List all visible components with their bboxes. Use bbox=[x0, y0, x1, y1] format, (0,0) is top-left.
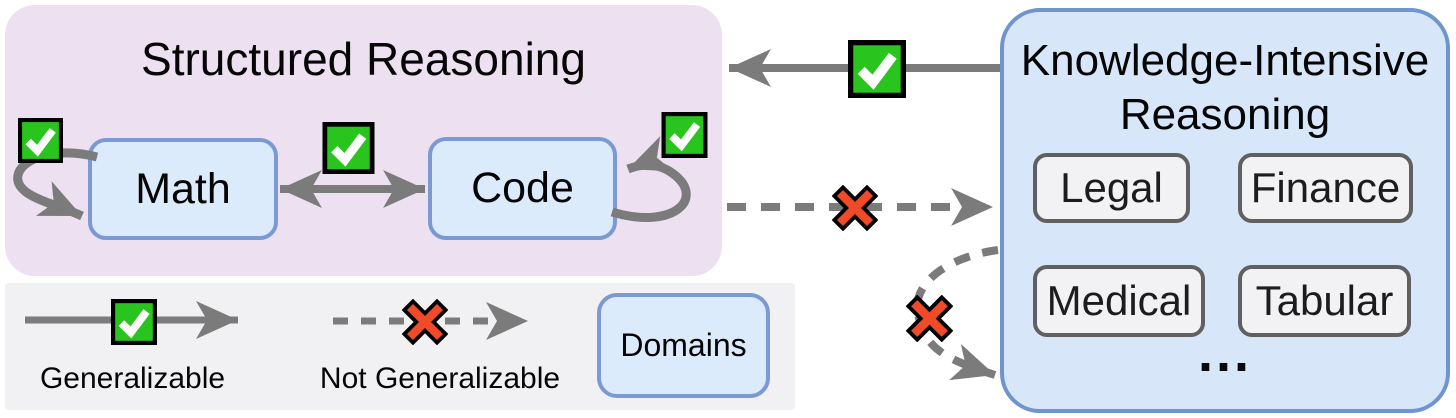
code-node-label: Code bbox=[471, 164, 574, 212]
cross-icon bbox=[906, 295, 953, 342]
more-domains-ellipsis: ... bbox=[1197, 323, 1252, 383]
domain-label-tabular: Tabular bbox=[1255, 277, 1394, 324]
structured-reasoning-title: Structured Reasoning bbox=[141, 33, 586, 85]
check-icon bbox=[110, 299, 158, 345]
check-icon bbox=[661, 112, 708, 158]
cross-icon bbox=[832, 185, 878, 231]
domain-box-medical: Medical bbox=[1033, 265, 1205, 337]
math-node-label: Math bbox=[135, 164, 231, 213]
legend-generalizable-label: Generalizable bbox=[39, 362, 226, 395]
domain-box-finance: Finance bbox=[1238, 153, 1413, 223]
legend-domains-box: Domains bbox=[597, 293, 770, 398]
code-node: Code bbox=[428, 137, 617, 240]
check-icon bbox=[322, 122, 375, 174]
check-icon bbox=[18, 118, 63, 163]
domain-label-legal: Legal bbox=[1060, 164, 1163, 211]
knowledge-title-line2: Reasoning bbox=[1119, 90, 1331, 139]
domain-box-legal: Legal bbox=[1033, 153, 1190, 223]
legend-not-generalizable-label: Not Generalizable bbox=[319, 362, 561, 395]
cross-icon bbox=[402, 299, 448, 345]
knowledge-intensive-title: Knowledge-Intensive Reasoning bbox=[1004, 34, 1446, 142]
check-icon bbox=[847, 40, 907, 98]
math-node: Math bbox=[88, 138, 278, 240]
knowledge-title-line1: Knowledge-Intensive bbox=[1020, 36, 1430, 85]
domain-label-medical: Medical bbox=[1046, 277, 1192, 324]
domain-box-tabular: Tabular bbox=[1238, 265, 1411, 337]
domain-label-finance: Finance bbox=[1250, 164, 1401, 211]
legend-domains-label: Domains bbox=[620, 327, 747, 363]
